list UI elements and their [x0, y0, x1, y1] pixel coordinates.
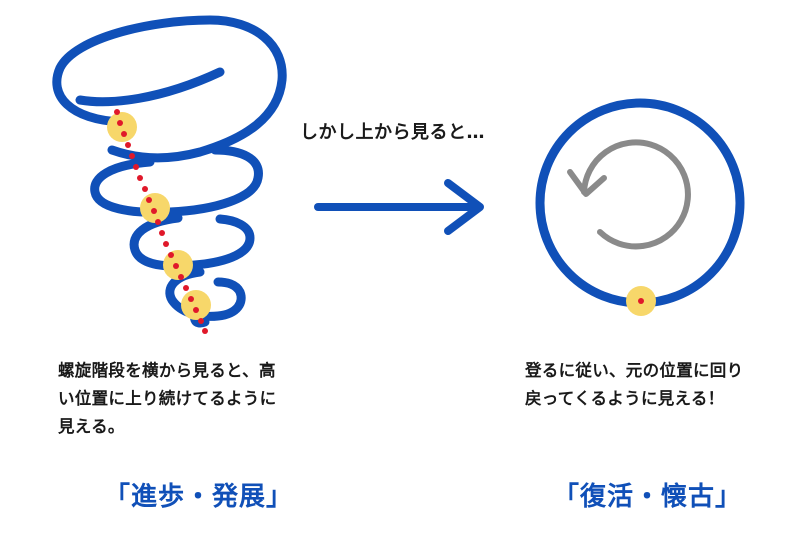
counterclockwise-arrow-icon [567, 139, 691, 250]
left-label: 「進歩・発展」 [104, 482, 294, 512]
left-description-line: 見える。 [58, 417, 125, 436]
marker-1 [107, 112, 137, 142]
spiral-loop-1-inner [75, 67, 225, 107]
spiral-loop-3 [129, 213, 255, 271]
right-description-line: 登るに従い、元の位置に回り [525, 361, 744, 380]
vertical-axis-dots [114, 109, 208, 334]
right-description-line: 戻ってくるように見える！ [525, 389, 725, 408]
right-label: 「復活・懐古」 [553, 482, 743, 512]
left-description-line: い位置に上り続けてるように [58, 389, 277, 408]
spiral-staircase-side-view [52, 15, 287, 328]
marker-2 [140, 193, 170, 223]
spiral-loop-2 [90, 145, 263, 217]
circle-top-view [535, 98, 745, 316]
left-description-line: 螺旋階段を横から見ると、高 [58, 361, 276, 380]
spiral-loop-1 [52, 15, 287, 163]
spiral-loop-4 [165, 267, 246, 321]
top-caption: しかし上から見ると… [300, 122, 485, 143]
marker-4 [181, 290, 211, 320]
right-arrow-icon [314, 179, 484, 235]
position-markers [107, 112, 211, 320]
right-description: 登るに従い、元の位置に回り 戻ってくるように見える！ [525, 357, 780, 413]
left-description: 螺旋階段を横から見ると、高 い位置に上り続けてるように 見える。 [58, 357, 348, 441]
